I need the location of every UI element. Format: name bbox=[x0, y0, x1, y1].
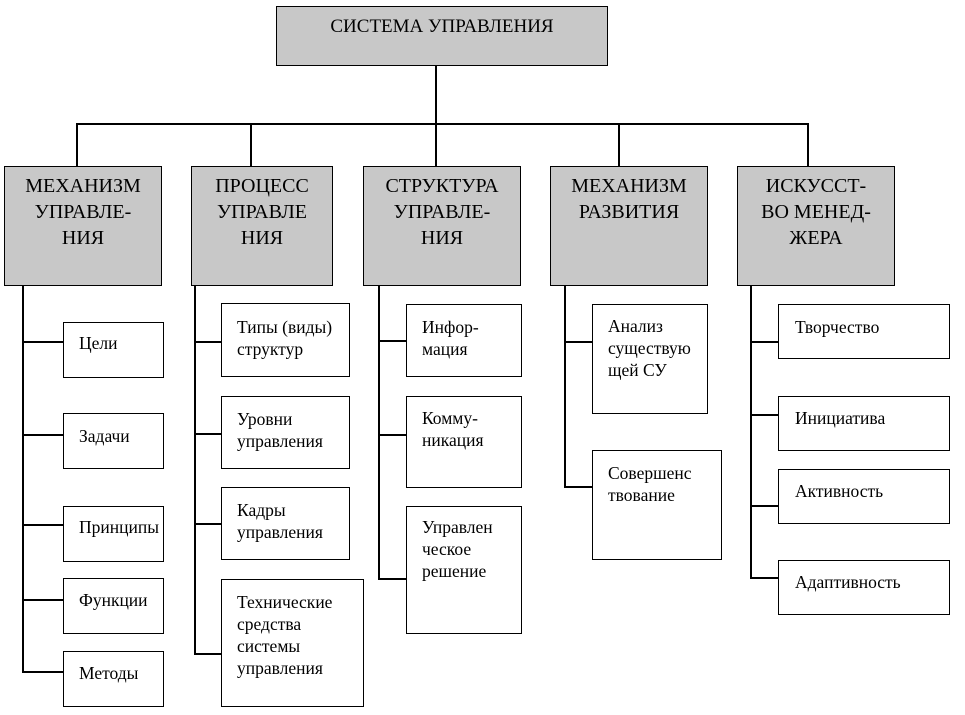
item-label: Уровни управления bbox=[237, 409, 323, 451]
branch bbox=[750, 341, 779, 343]
item-box bbox=[406, 304, 522, 377]
item-box bbox=[778, 304, 950, 359]
root-label: СИСТЕМА УПРАВЛЕНИЯ bbox=[330, 16, 554, 37]
branch bbox=[194, 341, 222, 343]
item-label: Адаптивность bbox=[795, 572, 901, 592]
item-label: Творчество bbox=[795, 317, 880, 337]
item-box bbox=[63, 322, 164, 378]
item-label: Кадры управления bbox=[237, 500, 323, 542]
column-header-development bbox=[550, 166, 708, 286]
column-title-structure: СТРУКТУРА УПРАВЛЕ- НИЯ bbox=[385, 175, 499, 249]
item-label: Активность bbox=[795, 481, 884, 501]
branch bbox=[22, 341, 64, 343]
trunk-5 bbox=[750, 286, 752, 578]
item-box bbox=[221, 579, 364, 707]
item-label: Управлен ческое решение bbox=[422, 517, 493, 581]
item-box bbox=[63, 651, 164, 707]
branch bbox=[750, 577, 779, 579]
column-header-process bbox=[191, 166, 333, 286]
branch bbox=[194, 433, 222, 435]
column-title-development: МЕХАНИЗМ РАЗВИТИЯ bbox=[571, 175, 687, 223]
item-box bbox=[406, 506, 522, 634]
item-label: Задачи bbox=[79, 426, 130, 446]
column-title-mechanism: МЕХАНИЗМ УПРАВЛЕ- НИЯ bbox=[25, 175, 141, 249]
item-label: Методы bbox=[79, 663, 139, 683]
branch bbox=[564, 341, 593, 343]
item-box bbox=[63, 578, 164, 634]
item-box bbox=[406, 396, 522, 488]
root-stem bbox=[435, 66, 437, 124]
branch bbox=[22, 434, 64, 436]
branch bbox=[22, 671, 64, 673]
branch bbox=[194, 653, 222, 655]
drop-4 bbox=[618, 123, 620, 167]
column-title-process: ПРОЦЕСС УПРАВЛЕ НИЯ bbox=[215, 175, 309, 249]
branch bbox=[22, 524, 64, 526]
item-label: Инфор- мация bbox=[422, 317, 479, 359]
trunk-1 bbox=[22, 286, 24, 671]
trunk-2 bbox=[194, 286, 196, 654]
drop-3 bbox=[435, 123, 437, 167]
item-box bbox=[778, 396, 950, 451]
item-box bbox=[63, 506, 164, 562]
item-box bbox=[778, 469, 950, 524]
branch bbox=[378, 340, 407, 342]
root-box bbox=[276, 6, 608, 66]
item-label: Инициатива bbox=[795, 408, 886, 428]
column-header-management-art bbox=[737, 166, 895, 286]
trunk-4 bbox=[564, 286, 566, 487]
trunk-3 bbox=[378, 286, 380, 579]
drop-1 bbox=[76, 123, 78, 167]
branch bbox=[378, 578, 407, 580]
item-label: Анализ существую щей СУ bbox=[608, 316, 691, 380]
column-header-mechanism bbox=[4, 166, 162, 286]
item-box bbox=[221, 303, 350, 377]
item-label: Совершенс твование bbox=[608, 463, 692, 505]
branch bbox=[750, 505, 779, 507]
item-label: Цели bbox=[79, 333, 118, 353]
item-box bbox=[63, 413, 164, 469]
column-title-management-art: ИСКУССТ- ВО МЕНЕД- ЖЕРА bbox=[761, 175, 871, 249]
item-label: Технические средства системы управления bbox=[237, 592, 333, 678]
item-label: Типы (виды) структур bbox=[237, 317, 333, 359]
main-bus bbox=[76, 123, 809, 125]
branch bbox=[22, 599, 64, 601]
column-header-structure bbox=[363, 166, 521, 286]
item-box bbox=[221, 487, 350, 560]
item-box bbox=[592, 450, 722, 560]
item-box bbox=[221, 396, 350, 469]
item-label: Комму- никация bbox=[422, 408, 484, 450]
item-box bbox=[778, 560, 950, 615]
drop-2 bbox=[250, 123, 252, 167]
item-label: Функции bbox=[79, 590, 148, 610]
branch bbox=[564, 486, 593, 488]
branch bbox=[750, 414, 779, 416]
item-label: Принципы bbox=[79, 517, 159, 537]
item-box bbox=[592, 304, 708, 414]
branch bbox=[378, 434, 407, 436]
branch bbox=[194, 523, 222, 525]
drop-5 bbox=[807, 123, 809, 167]
